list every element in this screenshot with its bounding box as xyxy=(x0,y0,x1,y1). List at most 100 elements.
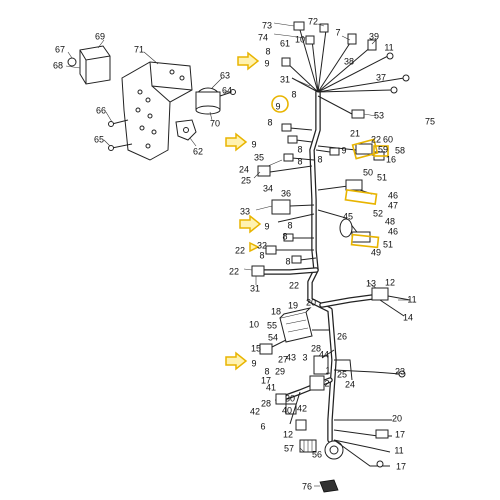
part-number-label: 9 xyxy=(264,58,269,68)
part-number-label: 49 xyxy=(371,247,381,257)
part-number-label: 35 xyxy=(254,152,264,162)
part-number-label: 44 xyxy=(319,349,329,359)
part-number-label: 65 xyxy=(94,134,104,144)
part-number-label: 8 xyxy=(291,89,296,99)
connector-icon xyxy=(371,287,389,301)
part-number-label: 42 xyxy=(297,403,307,413)
part-number-label: 21 xyxy=(350,128,360,138)
part-number-label: 8 xyxy=(317,154,322,164)
part-number-label: 15 xyxy=(251,343,261,353)
part-number-label: 8 xyxy=(259,250,264,260)
part-number-label: 17 xyxy=(261,375,271,385)
screw-icon xyxy=(108,143,133,151)
part-number-label: 20 xyxy=(392,413,402,423)
part-number-label: 17 xyxy=(395,429,405,439)
part-number-label: 48 xyxy=(385,216,395,226)
mounting-bracket-icon xyxy=(121,61,193,161)
part-number-label: 22 xyxy=(235,245,245,255)
nut-icon xyxy=(67,57,77,67)
part-number-label: 37 xyxy=(376,72,386,82)
connector-icon xyxy=(257,165,271,177)
part-number-label: 57 xyxy=(284,443,294,453)
part-number-label: 22 xyxy=(229,266,239,276)
part-number-label: 59 xyxy=(378,144,388,154)
highlight-arrows xyxy=(225,51,389,371)
part-number-label: 64 xyxy=(222,85,232,95)
highlight-box xyxy=(373,145,389,157)
part-number-label: 22 xyxy=(371,134,381,144)
leader-lines xyxy=(243,22,410,487)
connector-icon xyxy=(329,147,340,156)
connector-icon xyxy=(375,429,389,439)
part-number-label: 11 xyxy=(394,445,403,455)
ring-terminal-icon xyxy=(390,86,398,94)
part-number-label: 31 xyxy=(280,74,290,84)
connector-icon xyxy=(259,343,273,355)
relay-bracket-assembly xyxy=(65,39,236,161)
connector-block-icon xyxy=(313,355,329,375)
part-number-label: 8 xyxy=(264,366,269,376)
part-number-label: 76 xyxy=(302,481,312,491)
highlight-arrow-icon xyxy=(225,351,248,371)
part-number-label: 60 xyxy=(383,134,393,144)
part-number-label: 41 xyxy=(266,382,276,392)
clip-icon xyxy=(175,119,197,141)
part-number-label: 74 xyxy=(258,32,268,42)
clip-icon xyxy=(319,479,339,493)
highlight-arrow-icon xyxy=(237,51,260,71)
part-number-label: 63 xyxy=(220,70,230,80)
part-number-label: 11 xyxy=(407,294,416,304)
connector-icon xyxy=(355,143,373,155)
part-number-label: 3 xyxy=(302,352,307,362)
plug-connector-icon xyxy=(299,439,317,453)
connector-icon xyxy=(281,57,291,67)
part-number-label: 6 xyxy=(260,421,265,431)
part-number-label: 28 xyxy=(261,398,271,408)
connector-icon xyxy=(345,179,363,191)
part-number-label: 53 xyxy=(374,110,384,120)
highlight-arrow-icon xyxy=(225,132,248,152)
part-number-label: 8 xyxy=(297,156,302,166)
part-number-label: 50 xyxy=(363,167,373,177)
connector-icon xyxy=(281,123,292,132)
connector-icon xyxy=(295,419,307,431)
connector-icon xyxy=(293,21,305,31)
relay-icon xyxy=(79,45,111,85)
part-number-label: 58 xyxy=(395,145,405,155)
grommet-icon xyxy=(339,218,353,238)
part-number-label: 66 xyxy=(96,105,106,115)
screw-icon xyxy=(108,119,129,127)
part-number-label: 32 xyxy=(257,240,267,250)
part-number-label: 25 xyxy=(241,175,251,185)
part-number-label: 8 xyxy=(287,220,292,230)
part-number-label: 24 xyxy=(345,379,355,389)
part-number-label: 2 xyxy=(324,378,329,388)
connector-icon xyxy=(367,39,377,51)
part-number-label: 11 xyxy=(384,42,393,52)
part-number-label: 18 xyxy=(271,306,281,316)
highlight-arrow-icon xyxy=(249,241,260,253)
connector-icon xyxy=(347,33,357,45)
part-number-label: 36 xyxy=(281,188,291,198)
highlight-box xyxy=(350,233,380,249)
part-number-label: 54 xyxy=(268,332,278,342)
part-number-label: 8 xyxy=(267,117,272,127)
connector-icon xyxy=(319,23,329,33)
part-number-label: 61 xyxy=(280,38,290,48)
part-number-label: 10 xyxy=(295,34,305,44)
connector-icon xyxy=(251,265,265,277)
part-number-label: 46 xyxy=(388,190,398,200)
part-number-label: 23 xyxy=(395,366,405,376)
side-connectors xyxy=(251,123,411,493)
connector-block-icon xyxy=(309,375,325,391)
part-number-label: 1 xyxy=(325,365,330,375)
part-number-label: 26 xyxy=(337,331,347,341)
part-number-label: 67 xyxy=(55,44,65,54)
control-module-icon xyxy=(279,307,313,343)
ring-terminal-icon xyxy=(398,370,406,378)
part-number-label: 29 xyxy=(275,366,285,376)
connector-icon xyxy=(285,403,297,415)
part-number-label: 17 xyxy=(396,461,406,471)
highlight-box xyxy=(344,189,378,205)
